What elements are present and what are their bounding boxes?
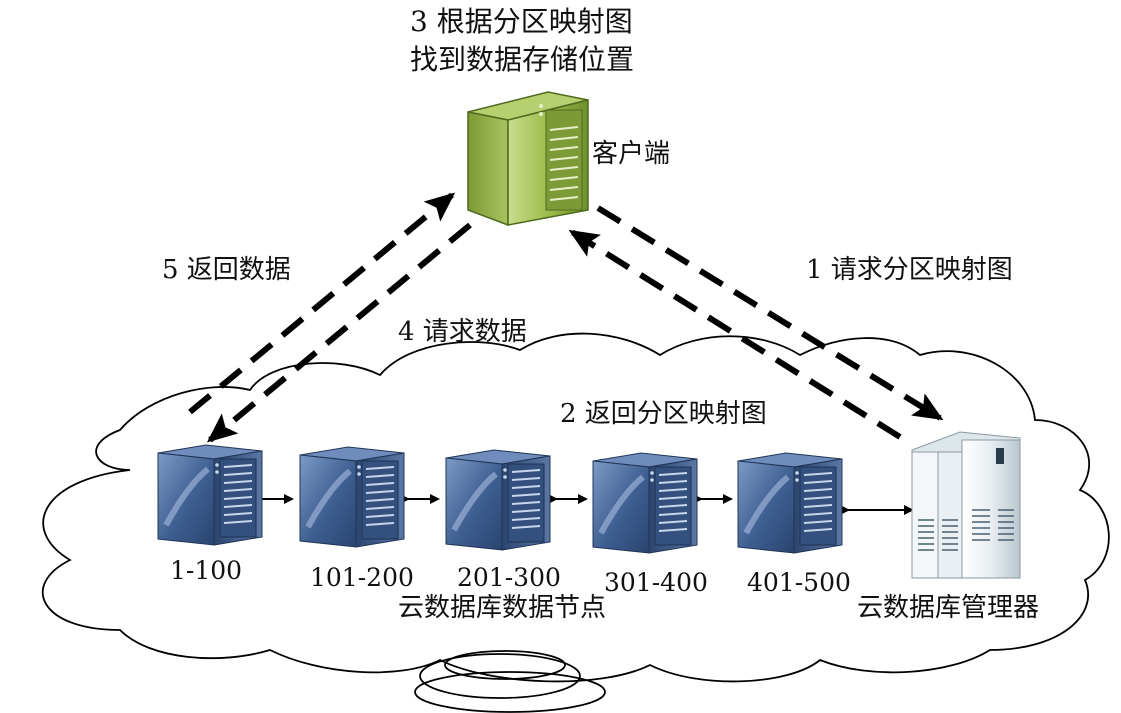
step-return-data-label: 5 返回数据	[162, 255, 291, 285]
server-tower-icon	[737, 452, 843, 554]
arrow-return-map	[568, 229, 902, 440]
arrow-return-data	[188, 192, 456, 415]
dashed-arrows	[188, 192, 944, 443]
server-tower-icon	[157, 444, 263, 546]
data-nodes-label: 云数据库数据节点	[398, 593, 607, 623]
manager-server	[911, 431, 1021, 579]
step-request-data-label: 4 请求数据	[398, 317, 527, 347]
client-server	[467, 91, 589, 227]
mainframe-cabinet-icon	[911, 431, 1021, 579]
node-range-label: 401-500	[747, 568, 851, 597]
cloud-outline-icon	[41, 332, 1110, 713]
data-nodes	[157, 444, 843, 554]
node-range-label: 1-100	[170, 556, 243, 585]
node-links	[254, 494, 914, 515]
server-tower-icon	[467, 91, 589, 227]
node-range-label: 201-300	[457, 563, 561, 592]
arrow-request-data	[206, 222, 472, 443]
arrow-request-map	[596, 205, 944, 421]
manager-label: 云数据库管理器	[857, 593, 1040, 623]
client-label: 客户端	[592, 139, 671, 169]
client-step-label-line1: 3 根据分区映射图	[410, 5, 633, 38]
node-range-label: 301-400	[604, 568, 708, 597]
server-tower-icon	[592, 452, 698, 554]
step-return-map-label: 2 返回分区映射图	[560, 399, 767, 429]
step-request-map-label: 1 请求分区映射图	[806, 255, 1013, 285]
server-tower-icon	[445, 449, 551, 551]
client-step-label-line2: 找到数据存储位置	[410, 43, 635, 76]
node-range-label: 101-200	[310, 563, 414, 592]
server-tower-icon	[299, 446, 405, 548]
